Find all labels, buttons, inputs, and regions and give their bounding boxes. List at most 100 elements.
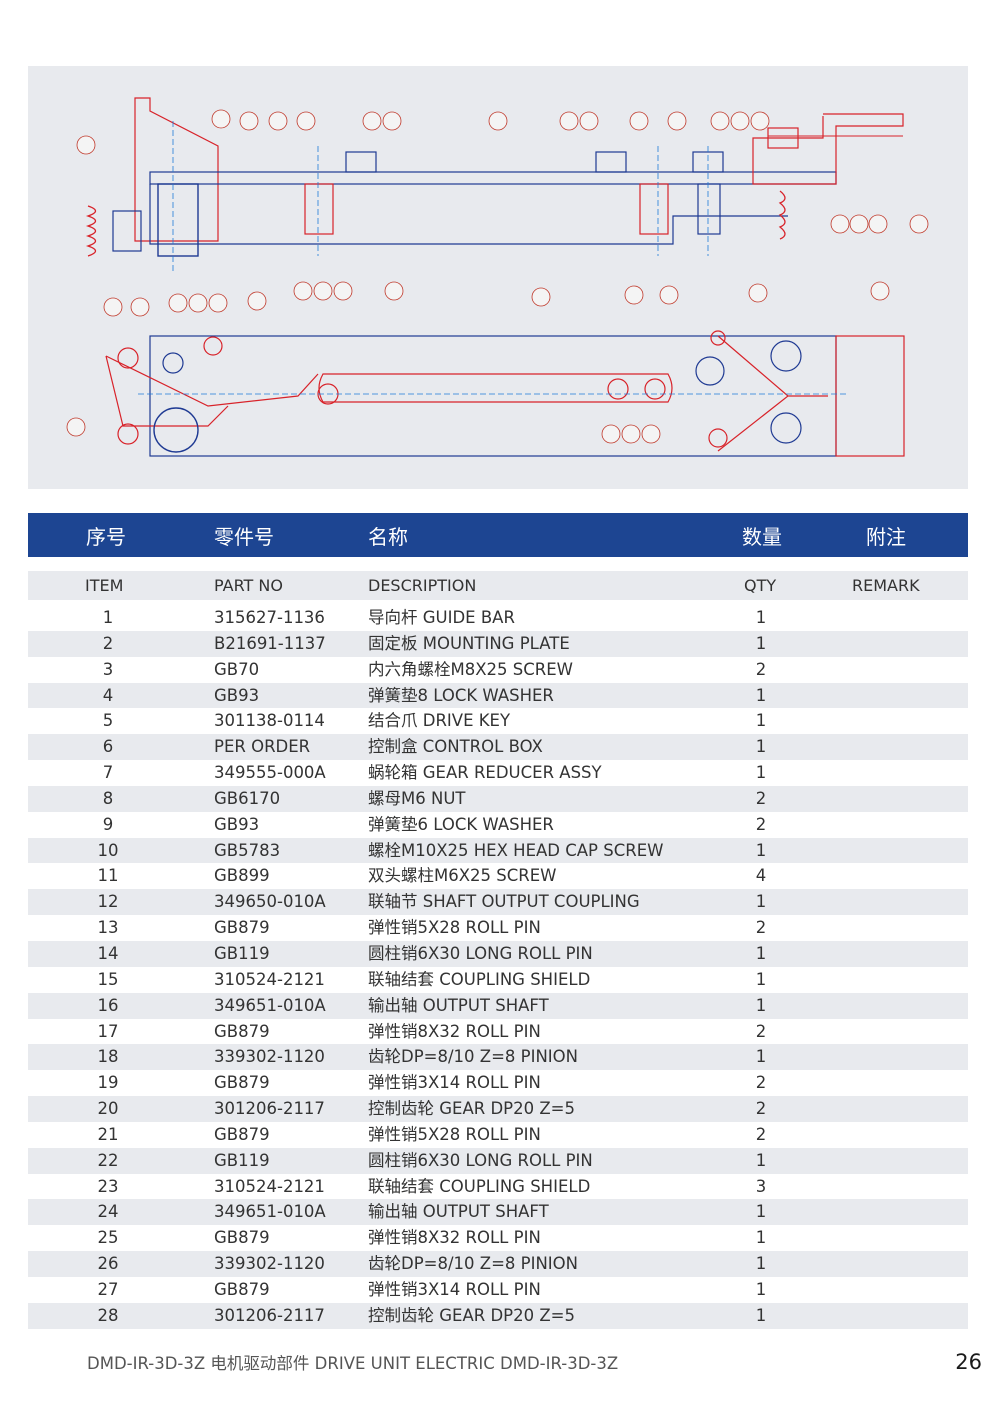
footer-title: DMD-IR-3D-3Z 电机驱动部件 DRIVE UNIT ELECTRIC … (87, 1354, 619, 1373)
item-cell: 3 (102, 659, 114, 679)
qty-cell: 1 (755, 1279, 767, 1299)
item-cell: 13 (97, 918, 119, 938)
part-no-cell: GB879 (214, 1073, 270, 1093)
qty-cell: 2 (755, 788, 767, 808)
exploded-assembly-drawing (66, 97, 929, 457)
part-no-cell: GB93 (214, 685, 260, 705)
qty-cell: 1 (755, 737, 767, 757)
part-no-cell: 339302-1120 (214, 1047, 325, 1067)
technical-drawing (28, 66, 968, 489)
description-cell: 控制齿轮 GEAR DP20 Z=5 (368, 1099, 575, 1119)
table-row: 27 GB879 弹性销3X14 ROLL PIN 1 (28, 1277, 968, 1303)
part-no-cell: GB6170 (214, 788, 281, 808)
item-cell: 2 (102, 633, 114, 653)
qty-cell: 2 (755, 1073, 767, 1093)
col-header-remark-cn: 附注 (866, 525, 906, 549)
part-no-cell: 301206-2117 (214, 1305, 325, 1325)
part-no-cell: 349651-010A (214, 995, 326, 1015)
description-cell: 螺母M6 NUT (368, 788, 466, 808)
item-cell: 6 (102, 737, 114, 757)
qty-cell: 2 (755, 918, 767, 938)
col-header-qty-cn: 数量 (742, 525, 782, 549)
item-cell: 11 (97, 866, 119, 886)
part-no-cell: GB879 (214, 1279, 270, 1299)
description-cell: 弹性销3X14 ROLL PIN (368, 1073, 541, 1093)
col-header-description-cn: 名称 (368, 525, 408, 549)
qty-cell: 1 (755, 1047, 767, 1067)
qty-cell: 1 (755, 1228, 767, 1248)
callout-balloons (66, 109, 929, 444)
part-no-cell: GB879 (214, 1228, 270, 1248)
item-cell: 18 (97, 1047, 119, 1067)
part-no-cell: 315627-1136 (214, 608, 325, 627)
description-cell: 结合爪 DRIVE KEY (368, 711, 511, 731)
qty-cell: 1 (755, 685, 767, 705)
qty-cell: 1 (755, 711, 767, 731)
item-cell: 5 (102, 711, 114, 731)
part-no-cell: 301138-0114 (214, 711, 325, 731)
part-no-cell: GB70 (214, 659, 260, 679)
col-header-description: DESCRIPTION (368, 576, 477, 595)
col-header-part-no-cn: 零件号 (214, 525, 274, 549)
item-cell: 8 (102, 788, 114, 808)
table-row: 5 301138-0114 结合爪 DRIVE KEY 1 (28, 708, 968, 734)
col-header-part-no: PART NO (214, 576, 283, 595)
description-cell: 联轴节 SHAFT OUTPUT COUPLING (368, 892, 640, 912)
part-no-cell: 349651-010A (214, 1202, 326, 1222)
description-cell: 控制齿轮 GEAR DP20 Z=5 (368, 1305, 575, 1325)
description-cell: 联轴结套 COUPLING SHIELD (368, 969, 591, 989)
page-number: 26 (955, 1350, 982, 1374)
description-cell: 弹性销8X32 ROLL PIN (368, 1228, 541, 1248)
col-header-item-cn: 序号 (86, 525, 126, 549)
description-cell: 联轴结套 COUPLING SHIELD (368, 1176, 591, 1196)
item-cell: 27 (97, 1279, 119, 1299)
item-cell: 24 (97, 1202, 119, 1222)
qty-cell: 1 (755, 1202, 767, 1222)
table-header-cn: 序号 零件号 名称 数量 附注 (28, 513, 968, 557)
part-no-cell: GB899 (214, 866, 270, 886)
item-cell: 15 (97, 969, 119, 989)
item-cell: 17 (97, 1021, 119, 1041)
part-no-cell: GB5783 (214, 840, 281, 860)
qty-cell: 2 (755, 659, 767, 679)
top-view (85, 97, 904, 271)
item-cell: 26 (97, 1254, 119, 1274)
description-cell: 蜗轮箱 GEAR REDUCER ASSY (368, 763, 602, 783)
qty-cell: 1 (755, 608, 767, 627)
part-no-cell: 310524-2121 (214, 1176, 325, 1196)
col-header-remark: REMARK (852, 576, 920, 595)
table-row: 8 GB6170 螺母M6 NUT 2 (28, 785, 968, 812)
table-header-en: ITEM PART NO DESCRIPTION QTY REMARK (28, 571, 968, 600)
item-cell: 1 (102, 608, 114, 627)
description-cell: 螺栓M10X25 HEX HEAD CAP SCREW (368, 840, 664, 860)
part-no-cell: B21691-1137 (214, 633, 326, 653)
qty-cell: 2 (755, 1124, 767, 1144)
part-no-cell: GB879 (214, 918, 270, 938)
description-cell: 弹性销3X14 ROLL PIN (368, 1279, 541, 1299)
item-cell: 10 (97, 840, 119, 860)
description-cell: 弹性销5X28 ROLL PIN (368, 918, 541, 938)
description-cell: 弹性销5X28 ROLL PIN (368, 1124, 541, 1144)
part-no-cell: GB879 (214, 1124, 270, 1144)
item-cell: 12 (97, 892, 119, 912)
part-no-cell: 349555-000A (214, 763, 326, 783)
qty-cell: 1 (755, 1254, 767, 1274)
qty-cell: 3 (755, 1176, 767, 1196)
part-no-cell: GB93 (214, 814, 260, 834)
qty-cell: 1 (755, 763, 767, 783)
